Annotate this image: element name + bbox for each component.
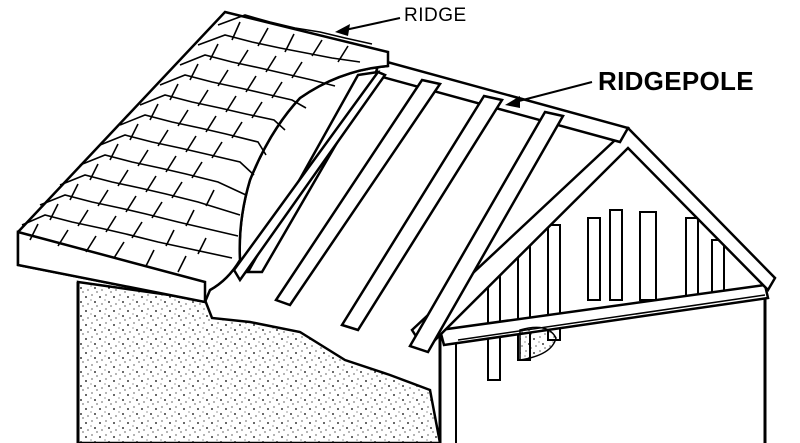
stucco-patch [519, 326, 557, 361]
ridgepole-label: RIDGEPOLE [598, 66, 754, 96]
shingle-roof [16, 10, 390, 304]
rafters [232, 70, 565, 354]
ridge-arrow [335, 17, 401, 36]
gable-wall [438, 140, 767, 443]
left-wall [76, 280, 442, 443]
ridgepole-arrow [505, 81, 593, 108]
gable-studs [487, 209, 725, 381]
ridge-label: RIDGE [404, 5, 467, 26]
